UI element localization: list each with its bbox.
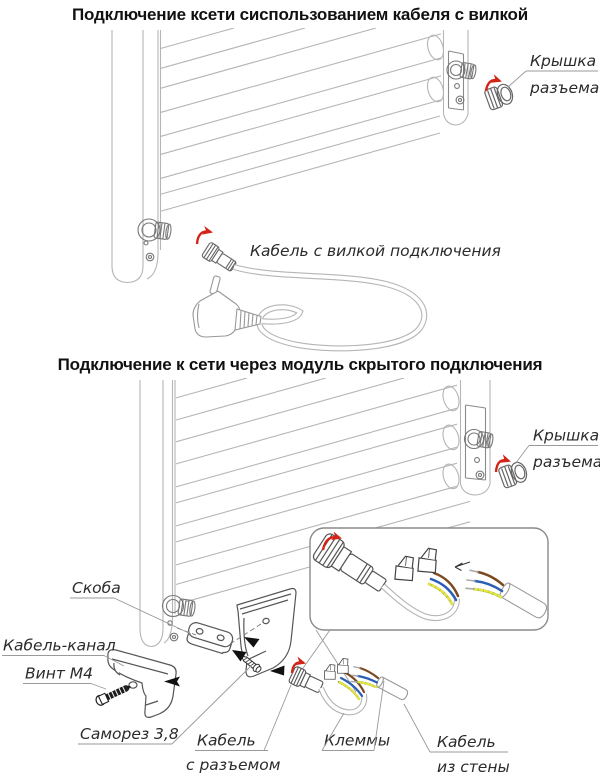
power-cable: [233, 264, 428, 352]
self-tapping-screw: [241, 655, 262, 673]
svg-text:Кабель-канал: Кабель-канал: [3, 637, 116, 655]
svg-text:Винт М4: Винт М4: [25, 665, 93, 683]
terminal-block: [335, 656, 352, 676]
cable-connector: [201, 242, 237, 272]
screw-m4: [95, 685, 131, 706]
insert-direction-arrow: [454, 561, 471, 571]
connector-cap: [498, 461, 528, 489]
label-screw-m4: Винт М4: [23, 665, 107, 690]
power-plug: [192, 275, 262, 338]
rotate-arrow-connector: [195, 225, 213, 245]
cap-label-line1: Крышка: [530, 52, 596, 70]
arrow-left-channel: [164, 676, 180, 687]
label-cable-channel: Кабель-канал: [2, 637, 125, 667]
cap-label-line2: разъема: [532, 453, 600, 471]
svg-text:Саморез 3,8: Саморез 3,8: [80, 725, 179, 743]
svg-text:из стены: из стены: [437, 758, 510, 776]
label-cable-with-connector: Кабель с разъемом: [186, 684, 292, 774]
label-terminals: Клеммы: [321, 680, 390, 751]
inset-wires: [427, 571, 460, 606]
right-socket: [463, 428, 494, 480]
bracket: [186, 622, 234, 655]
svg-text:Клеммы: Клеммы: [324, 732, 390, 750]
svg-text:Кабель: Кабель: [197, 732, 256, 750]
cable-channel-base: [107, 649, 177, 718]
inset-wall-cable: [465, 569, 548, 619]
inset-connector: [312, 533, 387, 592]
label-cap: Крышка разъема: [507, 52, 599, 97]
detail-inset: [309, 527, 549, 631]
label-cap: Крышка разъема: [514, 427, 600, 471]
cap-label-line1: Крышка: [533, 427, 599, 445]
label-cable-with-plug: Кабель с вилкой подключения: [250, 242, 501, 260]
rotate-arrow-cap: [494, 454, 511, 473]
right-socket: [446, 60, 477, 105]
towel-rail-bottom: [139, 378, 491, 648]
label-self-tapping-screw: Саморез 3,8: [78, 664, 253, 745]
left-socket: [161, 594, 196, 642]
assembly-arrows: [164, 637, 285, 687]
svg-text:Скоба: Скоба: [72, 579, 121, 597]
rotate-arrow-cap: [484, 74, 502, 92]
rotate-arrow-connector: [290, 656, 306, 674]
diagram-plug-connection: Крышка разъема Кабель с вилкой подключен…: [111, 28, 599, 352]
towel-rail-top: [111, 28, 469, 284]
left-socket: [137, 218, 172, 262]
diagram-hidden-connection: Крышка разъема Скоба Кабель-канал Винт М…: [2, 378, 600, 776]
arrow-screw: [232, 650, 247, 662]
label-wall-cable: Кабель из стены: [403, 703, 510, 776]
cap-label-line2: разъема: [529, 79, 599, 97]
label-bracket: Скоба: [70, 579, 192, 635]
rotate-arrow-inset: [321, 531, 342, 551]
terminal-block: [322, 662, 339, 682]
section1-title: Подключение ксети сиспользованием кабеля…: [72, 5, 528, 24]
svg-text:Кабель: Кабель: [437, 733, 496, 751]
svg-text:с разъемом: с разъемом: [186, 756, 281, 774]
connector-cap: [484, 83, 514, 111]
arrow-connector: [270, 665, 285, 676]
arrow-channel: [244, 637, 260, 648]
cable-channel-cover: [236, 587, 297, 678]
cable-with-connector: [288, 656, 409, 716]
section2-title: Подключение к сети через модуль скрытого…: [57, 355, 543, 374]
wall-cable: [350, 666, 409, 701]
